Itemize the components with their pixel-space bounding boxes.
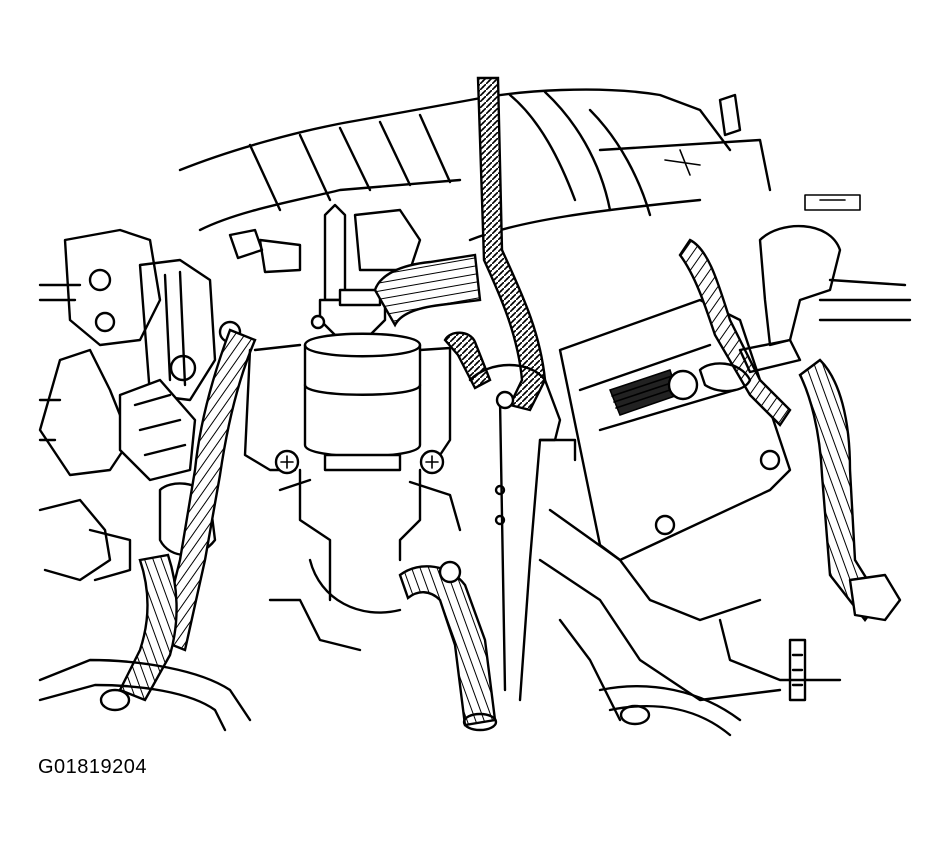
valve-cover [538, 298, 842, 722]
right-hose-elbow [758, 224, 842, 347]
right-clamp [698, 338, 802, 393]
right-corrugated-harness [678, 238, 792, 427]
intake-manifold [178, 88, 861, 242]
vacuum-hose [476, 76, 547, 412]
throttle-bracket [468, 363, 577, 702]
hose-end [462, 712, 498, 732]
lower-left-hose [118, 553, 178, 702]
egr-valve [228, 203, 452, 475]
upper-corrugated-conduit [373, 253, 482, 328]
egr-base-pipe [268, 468, 462, 652]
bottom-left-pipe [38, 658, 252, 732]
pipe-end-right [619, 704, 651, 726]
figure-code: G01819204 [38, 756, 148, 778]
pipe-end-left [99, 688, 131, 712]
right-rail [818, 278, 912, 322]
hose-clamp-bolt [438, 560, 462, 584]
lower-corrugated-hose [398, 565, 497, 727]
lower-right-pipe [598, 685, 742, 737]
right-connector [848, 573, 902, 622]
right-threaded-stud [788, 638, 807, 702]
short-hatched-hose [443, 331, 492, 390]
right-vertical-hose [798, 358, 882, 622]
